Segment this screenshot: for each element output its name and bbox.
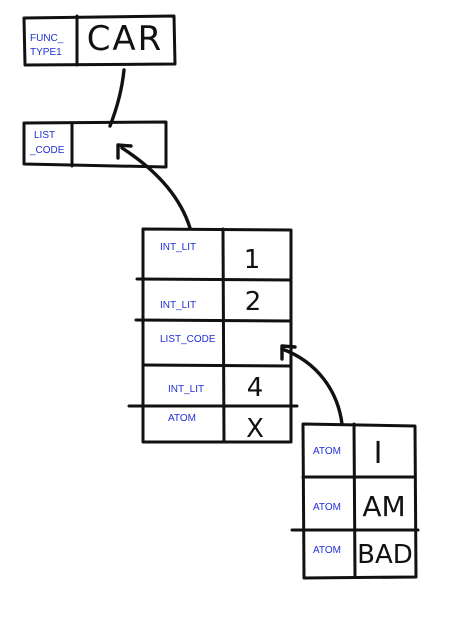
list1-row-divider bbox=[135, 277, 293, 282]
list1-table-border bbox=[141, 227, 293, 444]
func-node-box bbox=[22, 14, 177, 67]
list1-row-divider bbox=[141, 363, 293, 368]
func-node-value: CAR bbox=[87, 19, 164, 59]
list2-row-value: BAD bbox=[357, 540, 413, 570]
list1-row-tag: INT_LIT bbox=[168, 384, 204, 395]
list2-row-tag: ATOM bbox=[313, 446, 341, 457]
func-node-tag-line1: FUNC_ bbox=[30, 33, 64, 44]
list1-to-list-node-arrowhead bbox=[116, 143, 133, 160]
list-node-tag-line1: LIST bbox=[34, 130, 55, 141]
list1-to-list-node-link bbox=[120, 146, 192, 230]
list-node-tag-line2: _CODE bbox=[29, 145, 65, 156]
list1-row-value: X bbox=[246, 414, 264, 444]
list1-row-value: 2 bbox=[245, 287, 262, 317]
func-node-tag-line2: TYPE1 bbox=[30, 47, 62, 58]
list2-row-value: AM bbox=[362, 490, 405, 523]
list2-row-tag: ATOM bbox=[313, 545, 341, 556]
func-node: FUNC_ TYPE1 CAR bbox=[22, 14, 177, 67]
list2-row-tag: ATOM bbox=[313, 502, 341, 513]
func-to-list-link bbox=[108, 68, 126, 128]
list1-row-tag: ATOM bbox=[168, 413, 196, 424]
list-node: LIST _CODE bbox=[22, 120, 168, 169]
list1-row-tag: INT_LIT bbox=[160, 300, 196, 311]
list-node-box bbox=[22, 120, 168, 169]
list2-table-border bbox=[301, 422, 418, 580]
list1-row-tag: INT_LIT bbox=[160, 242, 196, 253]
list1-row-value: 1 bbox=[244, 245, 261, 275]
list2-to-list-code-arrowhead bbox=[280, 344, 297, 361]
list1-row-value: 4 bbox=[247, 373, 264, 403]
list2-to-list-code-link bbox=[280, 347, 344, 426]
list1-table: INT_LIT 1 INT_LIT 2 LIST_CODE INT_LIT 4 … bbox=[127, 227, 299, 444]
list2-row-value: I bbox=[374, 436, 383, 471]
list2-column-divider bbox=[352, 422, 357, 579]
list1-row-tag: LIST_CODE bbox=[160, 334, 216, 345]
list1-row-divider bbox=[134, 318, 293, 323]
list1-column-divider bbox=[221, 227, 226, 444]
list2-table: ATOM I ATOM AM ATOM BAD bbox=[290, 422, 420, 580]
